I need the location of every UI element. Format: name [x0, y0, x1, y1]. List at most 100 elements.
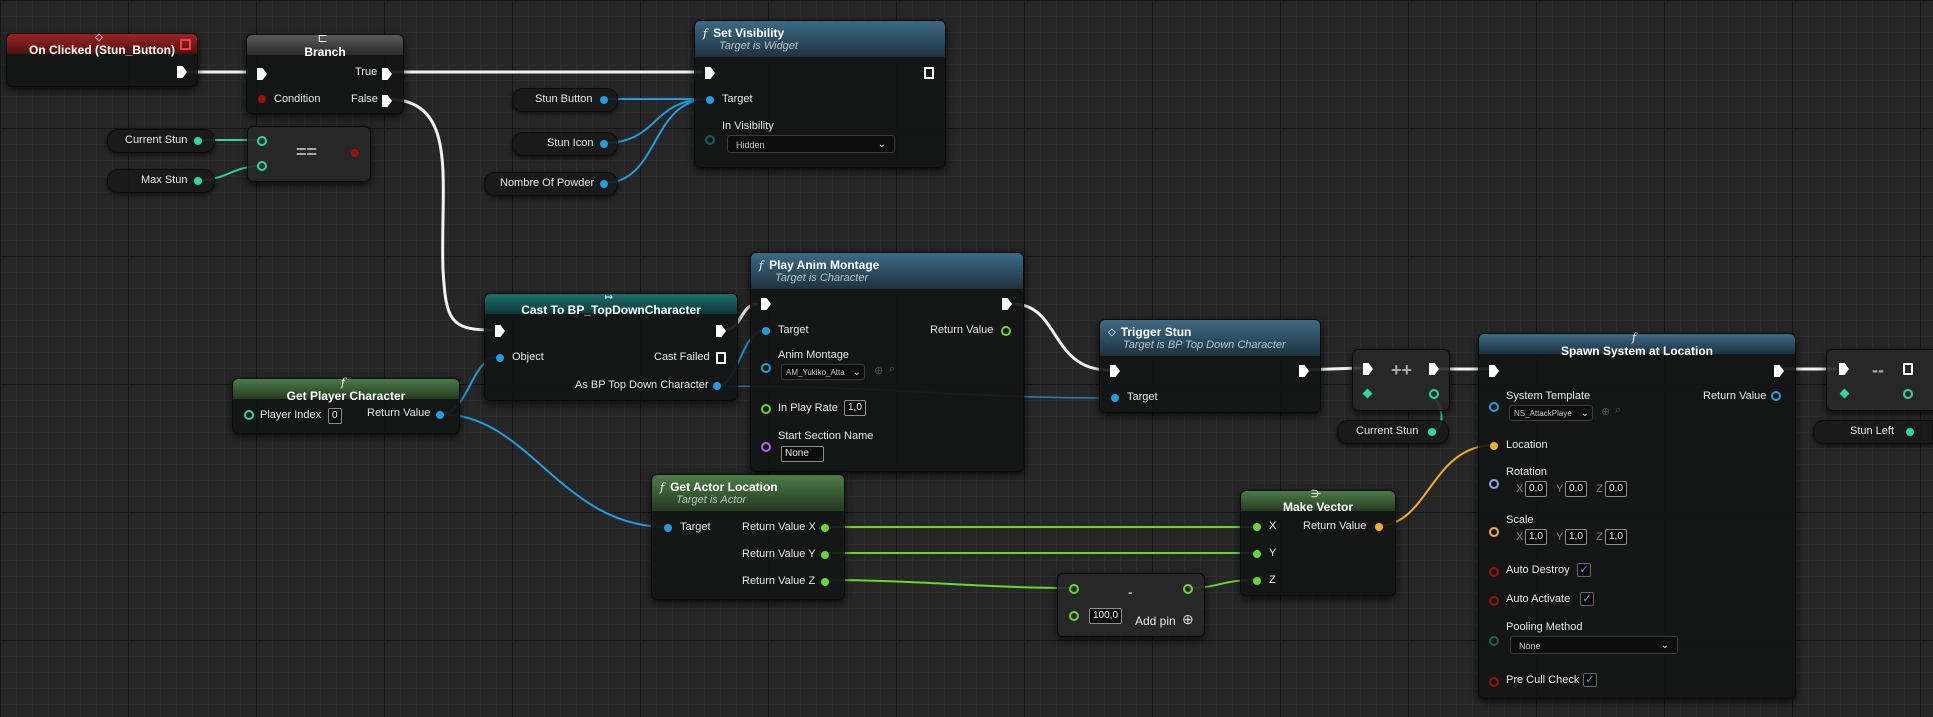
- anim-montage-pin[interactable]: [761, 363, 771, 373]
- exec-out-pin[interactable]: [924, 67, 934, 79]
- spawn-system-node[interactable]: f Spawn System at Location System Templa…: [1478, 331, 1796, 699]
- current-stun-variable-2[interactable]: Current Stun: [1337, 420, 1449, 444]
- current-stun-out-pin-2[interactable]: [1428, 428, 1436, 436]
- use-asset-icon[interactable]: ⊕: [874, 365, 884, 377]
- get-player-character-node[interactable]: f Get Player Character Player Index 0 Re…: [232, 376, 460, 434]
- target-pin[interactable]: [706, 96, 714, 104]
- scale-x-input[interactable]: 1,0: [1525, 529, 1547, 545]
- anim-montage-dropdown[interactable]: AM_Yukiko_Atta ⌄: [781, 364, 865, 380]
- current-stun-variable[interactable]: Current Stun: [107, 129, 215, 153]
- pre-cull-check-pin[interactable]: [1489, 677, 1499, 687]
- return-value-pin[interactable]: [1001, 326, 1011, 336]
- a-input-pin[interactable]: [257, 136, 267, 146]
- on-clicked-event-node[interactable]: ◇ On Clicked (Stun_Button): [6, 32, 198, 87]
- exec-in-pin[interactable]: [1363, 363, 1373, 375]
- decrement-node[interactable]: --: [1826, 349, 1933, 411]
- z-pin[interactable]: [1253, 577, 1261, 585]
- player-index-pin[interactable]: [244, 410, 254, 420]
- subtract-node[interactable]: - 100,0 Add pin ⊕: [1057, 573, 1205, 637]
- scale-y-input[interactable]: 1,0: [1565, 529, 1587, 545]
- exec-in-pin[interactable]: [1839, 363, 1849, 375]
- true-exec-pin[interactable]: [382, 68, 392, 80]
- target-pin[interactable]: [1111, 394, 1119, 402]
- stun-left-out-pin[interactable]: [1906, 428, 1914, 436]
- b-input-pin[interactable]: [257, 161, 267, 171]
- browse-search-icon[interactable]: ⌕: [1615, 404, 1622, 416]
- exec-out-pin[interactable]: [716, 325, 726, 337]
- exec-in-pin[interactable]: [705, 67, 715, 79]
- add-pin-label[interactable]: Add pin: [1135, 614, 1176, 628]
- player-index-input[interactable]: 0: [328, 408, 342, 424]
- auto-activate-checkbox[interactable]: ✓: [1580, 592, 1594, 606]
- exec-in-pin[interactable]: [1110, 365, 1120, 377]
- auto-destroy-pin[interactable]: [1489, 567, 1499, 577]
- trigger-stun-node[interactable]: ◇Trigger Stun Target is BP Top Down Char…: [1099, 319, 1321, 413]
- stun-icon-out-pin[interactable]: [600, 140, 608, 148]
- as-bp-out-pin[interactable]: [713, 382, 721, 390]
- location-pin[interactable]: [1490, 442, 1498, 450]
- pre-cull-check-checkbox[interactable]: ✓: [1583, 673, 1597, 687]
- in-visibility-dropdown[interactable]: Hidden ⌄: [727, 135, 895, 153]
- target-pin[interactable]: [762, 327, 770, 335]
- equals-node[interactable]: ==: [247, 126, 371, 182]
- start-section-input[interactable]: None: [781, 446, 824, 462]
- start-section-pin[interactable]: [761, 442, 771, 452]
- target-pin[interactable]: [664, 524, 672, 532]
- object-pin[interactable]: [496, 354, 504, 362]
- ref-diamond-pin[interactable]: [1839, 388, 1850, 399]
- return-value-pin[interactable]: [436, 411, 444, 419]
- in-play-rate-pin[interactable]: [761, 404, 771, 414]
- exec-out-pin[interactable]: [177, 66, 187, 78]
- y-pin[interactable]: [1253, 550, 1261, 558]
- return-x-pin[interactable]: [821, 524, 829, 532]
- exec-in-pin[interactable]: [257, 68, 267, 80]
- auto-destroy-checkbox[interactable]: ✓: [1577, 563, 1591, 577]
- browse-search-icon[interactable]: ⌕: [889, 363, 896, 375]
- rotation-y-input[interactable]: 0,0: [1565, 481, 1587, 497]
- exec-out-pin[interactable]: [1903, 363, 1913, 375]
- nombre-of-powder-variable[interactable]: Nombre Of Powder: [484, 172, 618, 196]
- branch-node[interactable]: ⊏ Branch True Condition False: [246, 31, 404, 114]
- b-value-input[interactable]: 100,0: [1089, 608, 1123, 624]
- make-vector-node[interactable]: ⋺ Make Vector X Return Value Y Z: [1240, 489, 1396, 596]
- in-visibility-pin[interactable]: [705, 135, 715, 145]
- exec-in-pin[interactable]: [495, 325, 505, 337]
- x-pin[interactable]: [1253, 523, 1261, 531]
- pooling-method-dropdown[interactable]: None ⌄: [1510, 636, 1678, 654]
- exec-out-pin[interactable]: [1774, 365, 1784, 377]
- cast-to-node[interactable]: ↦ Cast To BP_TopDownCharacter Object Cas…: [484, 292, 738, 401]
- pooling-method-pin[interactable]: [1489, 636, 1499, 646]
- stun-left-variable[interactable]: Stun Left: [1813, 420, 1933, 444]
- nombre-of-powder-out-pin[interactable]: [600, 180, 608, 188]
- current-stun-out-pin[interactable]: [194, 137, 202, 145]
- return-y-pin[interactable]: [821, 551, 829, 559]
- use-asset-icon[interactable]: ⊕: [1601, 406, 1611, 418]
- exec-out-pin[interactable]: [1429, 363, 1439, 375]
- in-play-rate-input[interactable]: 1,0: [844, 400, 866, 416]
- exec-in-pin[interactable]: [761, 298, 771, 310]
- max-stun-out-pin[interactable]: [194, 177, 202, 185]
- max-stun-variable[interactable]: Max Stun: [107, 169, 215, 193]
- result-pin[interactable]: [1429, 389, 1439, 399]
- system-template-dropdown[interactable]: NS_AttackPlaye ⌄: [1509, 405, 1593, 421]
- rotation-pin[interactable]: [1489, 479, 1499, 489]
- return-z-pin[interactable]: [821, 578, 829, 586]
- false-exec-pin[interactable]: [382, 95, 392, 107]
- exec-in-pin[interactable]: [1489, 365, 1499, 377]
- result-pin[interactable]: [1903, 389, 1913, 399]
- condition-pin[interactable]: [258, 95, 266, 103]
- auto-activate-pin[interactable]: [1489, 596, 1499, 606]
- return-value-pin[interactable]: [1375, 523, 1383, 531]
- add-pin-icon[interactable]: ⊕: [1182, 611, 1194, 627]
- return-value-pin[interactable]: [1771, 391, 1781, 401]
- stun-button-out-pin[interactable]: [600, 96, 608, 104]
- b-input-pin[interactable]: [1069, 611, 1079, 621]
- system-template-pin[interactable]: [1489, 402, 1499, 412]
- result-pin[interactable]: [1183, 584, 1193, 594]
- increment-node[interactable]: ++: [1352, 349, 1450, 411]
- scale-z-input[interactable]: 1,0: [1605, 529, 1627, 545]
- a-input-pin[interactable]: [1069, 584, 1079, 594]
- exec-out-pin[interactable]: [1002, 298, 1012, 310]
